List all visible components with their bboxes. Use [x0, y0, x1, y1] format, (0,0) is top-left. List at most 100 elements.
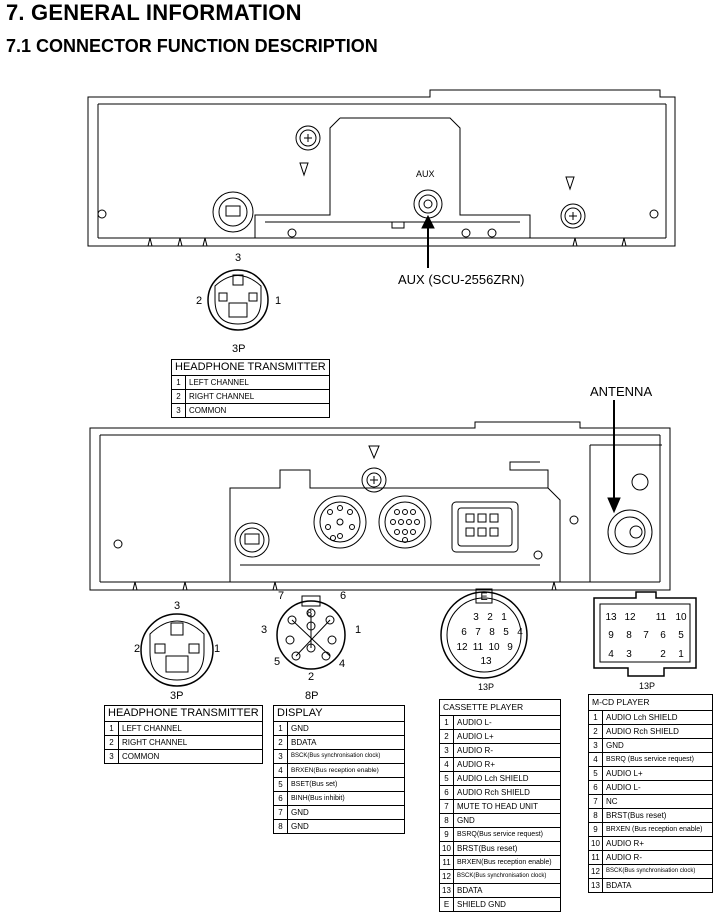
pin-func: COMMON: [185, 403, 330, 418]
hp-bot-pin-1: 1: [214, 643, 221, 655]
hp-bot-table-header: HEADPHONE TRANSMITTER: [104, 705, 263, 722]
pin-no: 3: [439, 743, 454, 758]
mcd-pin-12: 12: [624, 612, 636, 623]
pin-func: GND: [453, 813, 561, 828]
hp-top-pin-3: 3: [235, 252, 242, 264]
mcd-pin-5: 5: [678, 630, 684, 641]
disp-pin-8: 8: [307, 608, 313, 618]
cass-pin-6: 6: [461, 627, 467, 638]
pin-no: 10: [439, 841, 454, 856]
hp-bot-count: 3P: [170, 690, 184, 702]
pin-func: BRXEN(Bus reception enable): [287, 763, 405, 778]
cass-pin-10: 10: [488, 642, 500, 653]
pin-no: 3: [273, 749, 288, 764]
disp-connector: [276, 595, 346, 670]
cassette-table-header: CASSETTE PLAYER: [439, 699, 561, 716]
pin-no: 6: [439, 785, 454, 800]
pin-func: RIGHT CHANNEL: [185, 389, 330, 404]
pin-no: 1: [171, 375, 186, 390]
pin-func: BSET(Bus set): [287, 777, 405, 792]
pin-func: BRST(Bus reset): [453, 841, 561, 856]
mcd-pin-13: 13: [605, 612, 617, 623]
pin-no: 3: [104, 749, 119, 764]
mcd-pin-7: 7: [643, 630, 649, 641]
pin-func: BSCK(Bus synchronisation clock): [287, 749, 405, 764]
pin-no: 5: [588, 766, 603, 781]
mcd-count: 13P: [639, 681, 656, 691]
disp-pin-1: 1: [355, 624, 362, 636]
disp-pin-2: 2: [308, 671, 315, 683]
mcd-pin-10: 10: [675, 612, 687, 623]
pin-no: 2: [104, 735, 119, 750]
pin-func: GND: [287, 721, 405, 736]
pin-no: 6: [588, 780, 603, 795]
pin-func: COMMON: [118, 749, 263, 764]
pin-no: 1: [273, 721, 288, 736]
pin-no: 2: [439, 729, 454, 744]
mcd-pin-2: 2: [660, 649, 666, 660]
cass-pin-4: 4: [517, 627, 523, 638]
pin-func: BRST(Bus reset): [602, 808, 713, 823]
pin-no: 1: [104, 721, 119, 736]
disp-count: 8P: [305, 690, 319, 702]
mcd-pin-6: 6: [660, 630, 666, 641]
hp-top-table-header: HEADPHONE TRANSMITTER: [171, 359, 330, 376]
pin-func: MUTE TO HEAD UNIT: [453, 799, 561, 814]
mcd-pin-8: 8: [626, 630, 632, 641]
section-title: 7.1 CONNECTOR FUNCTION DESCRIPTION: [6, 36, 378, 56]
pin-no: 13: [588, 878, 603, 893]
pin-no: 3: [588, 738, 603, 753]
pin-func: AUDIO Rch SHIELD: [453, 785, 561, 800]
cass-pin-3: 3: [473, 612, 479, 623]
disp-pin-5: 5: [274, 656, 281, 668]
display-table-header: DISPLAY: [273, 705, 405, 722]
pin-no: 1: [588, 710, 603, 725]
pin-no: 7: [273, 805, 288, 820]
pin-no: 11: [588, 850, 603, 865]
pin-func: SHIELD GND: [453, 897, 561, 912]
pin-no: 3: [171, 403, 186, 418]
pin-func: AUDIO R+: [453, 757, 561, 772]
cass-pin-13: 13: [480, 656, 492, 667]
pin-func: AUDIO R-: [602, 850, 713, 865]
pin-func: BDATA: [602, 878, 713, 893]
aux-label: AUX: [416, 169, 435, 179]
upper-unit-drawing: [87, 89, 676, 247]
pin-no: 8: [588, 808, 603, 823]
mcd-pin-4: 4: [608, 649, 614, 660]
pin-no: 2: [273, 735, 288, 750]
hp-top-pin-2: 2: [196, 295, 203, 307]
pin-func: GND: [287, 805, 405, 820]
pin-func: BRXEN (Bus reception enable): [602, 822, 713, 837]
